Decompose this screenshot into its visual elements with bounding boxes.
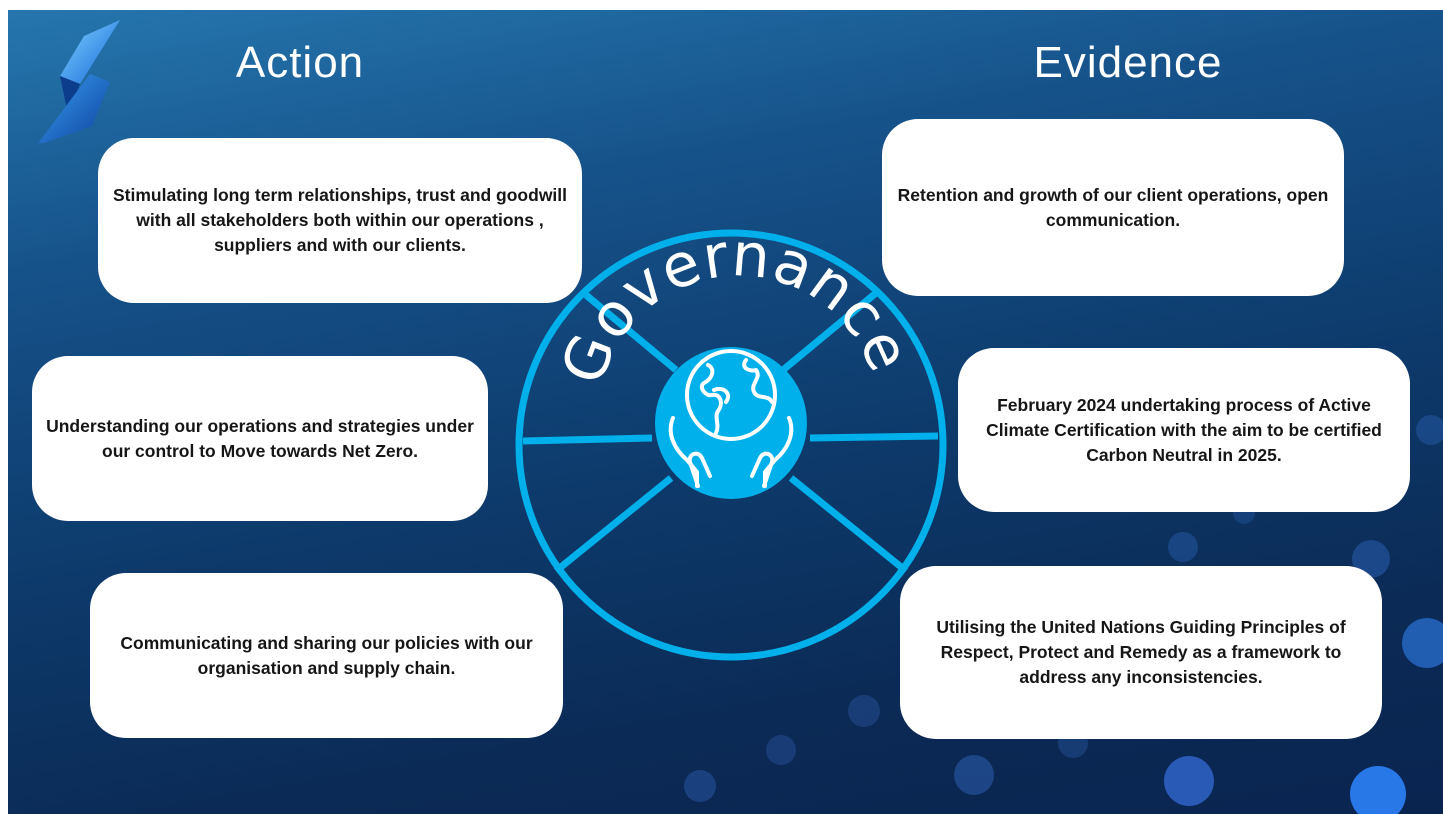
- action-card-3: Communicating and sharing our policies w…: [90, 573, 563, 738]
- bokeh-circle: [1402, 618, 1443, 668]
- bokeh-circle: [848, 695, 880, 727]
- evidence-card-text: Utilising the United Nations Guiding Pri…: [936, 617, 1346, 687]
- action-card-2: Understanding our operations and strateg…: [32, 356, 488, 521]
- bokeh-circle: [1168, 532, 1198, 562]
- wheel-hub: [655, 347, 807, 499]
- bokeh-circle: [954, 755, 994, 795]
- action-card-text: Understanding our operations and strateg…: [46, 415, 474, 461]
- globe-in-hands-icon: [668, 349, 794, 488]
- bokeh-circle: [684, 770, 716, 802]
- evidence-card-1: Retention and growth of our client opera…: [882, 119, 1344, 296]
- governance-label: Governance: [548, 220, 924, 394]
- evidence-heading: Evidence: [1033, 38, 1223, 87]
- wheel-outer-ring: [515, 229, 947, 661]
- wheel-spokes: [522, 290, 939, 574]
- bokeh-circle: [1164, 756, 1214, 806]
- action-card-text: Communicating and sharing our policies w…: [120, 632, 533, 678]
- company-logo: [38, 20, 120, 143]
- action-heading: Action: [235, 38, 365, 87]
- bokeh-circle: [766, 735, 796, 765]
- evidence-card-2: February 2024 undertaking process of Act…: [958, 348, 1410, 512]
- evidence-card-text: February 2024 undertaking process of Act…: [986, 394, 1382, 465]
- bokeh-circle: [1350, 766, 1406, 814]
- slide: Action Evidence Governance: [8, 10, 1443, 814]
- action-card-1: Stimulating long term relationships, tru…: [98, 138, 582, 303]
- evidence-card-3: Utilising the United Nations Guiding Pri…: [900, 566, 1382, 739]
- bokeh-circle: [1416, 415, 1443, 445]
- action-card-text: Stimulating long term relationships, tru…: [112, 185, 568, 255]
- evidence-card-text: Retention and growth of our client opera…: [897, 184, 1329, 230]
